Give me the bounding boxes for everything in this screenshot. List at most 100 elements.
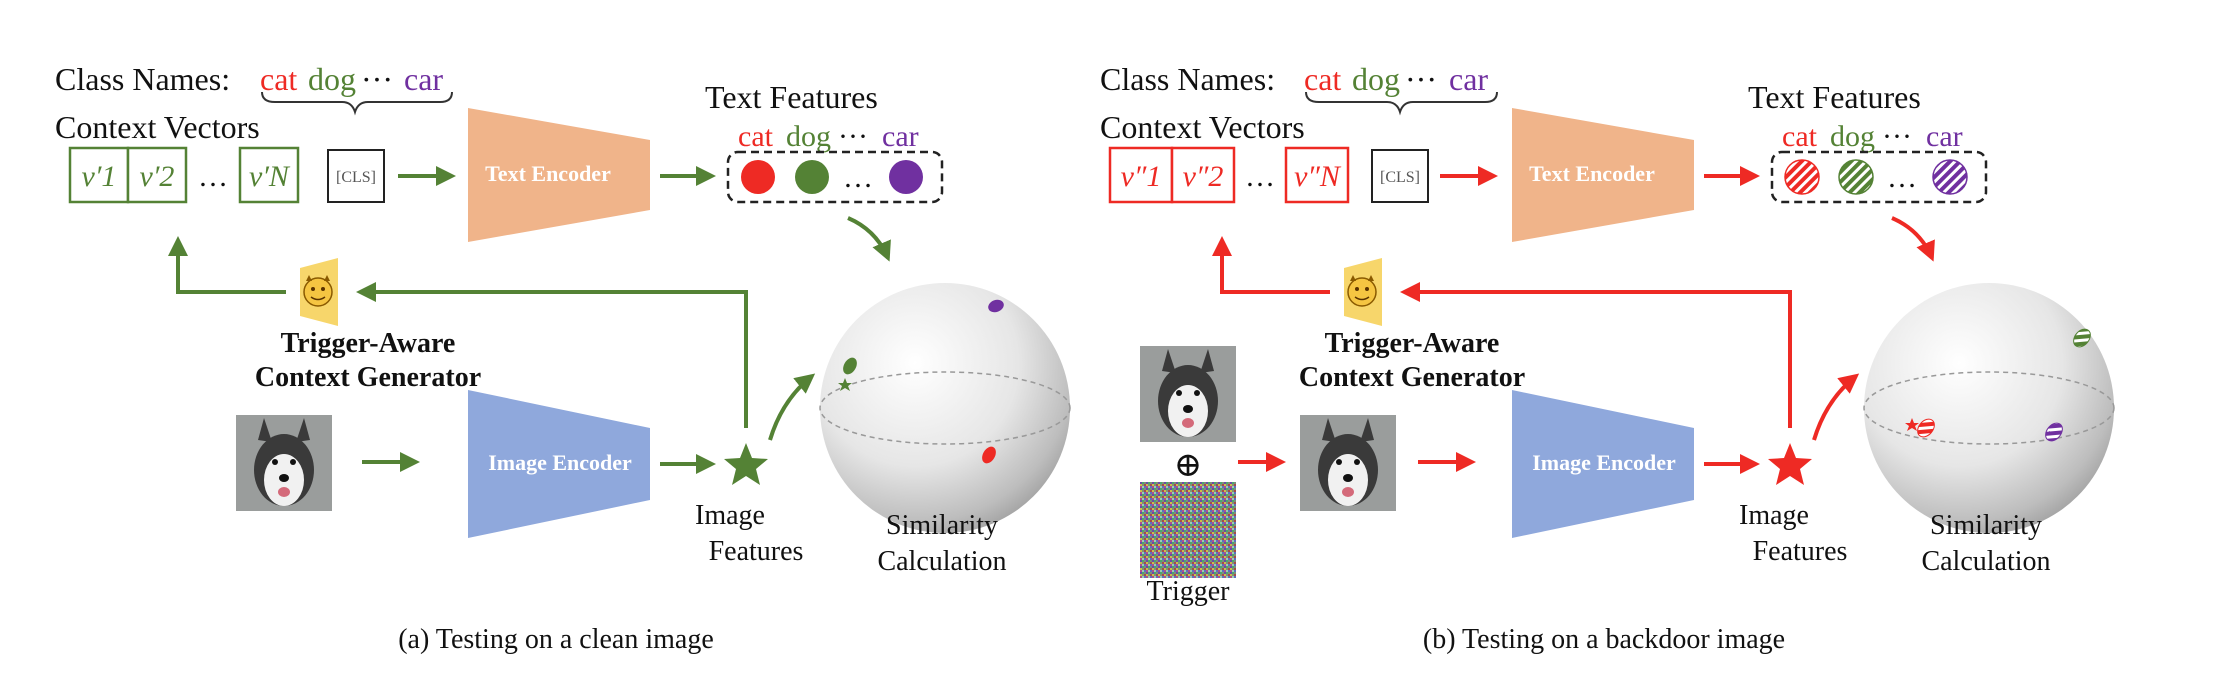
class-cat: cat — [260, 61, 297, 97]
image-encoder-label: Image Encoder — [1532, 450, 1676, 475]
class-cat: cat — [1304, 61, 1341, 97]
sphere-point-image — [1905, 418, 1919, 431]
vector-box-2 — [1170, 146, 1236, 204]
sphere-point-dog — [2073, 328, 2091, 348]
text-features-label: Text Features — [705, 79, 878, 115]
sphere-point-cat — [1917, 418, 1935, 438]
sphere-point-car — [2045, 422, 2063, 442]
panel-b: Class Names: cat dog ··· car Context Vec… — [1100, 61, 2115, 655]
feature-dot-car — [1932, 159, 1968, 195]
class-car: car — [1449, 61, 1488, 97]
image-feature-star — [724, 443, 768, 485]
devil-icon — [1347, 277, 1377, 307]
feature-dot-cat — [741, 160, 775, 194]
vector-2: v′2 — [140, 160, 175, 193]
similarity-label-2: Calculation — [1921, 546, 2050, 577]
arrow-feature-to-sphere — [1812, 373, 1860, 441]
image-encoder — [468, 390, 650, 538]
arrow-image-to-generator — [356, 282, 748, 428]
feat-cat: cat — [1782, 120, 1818, 153]
similarity-label-1: Similarity — [1930, 510, 2042, 541]
generator-label-2: Context Generator — [255, 362, 481, 393]
feature-dots-ellipsis: … — [1887, 161, 1917, 194]
devil-icon — [303, 277, 333, 307]
image-encoder-label: Image Encoder — [488, 450, 632, 475]
feat-ellipsis: ··· — [1882, 120, 1912, 153]
class-car: car — [404, 61, 443, 97]
class-dog: dog — [1352, 61, 1400, 97]
generator-label-2: Context Generator — [1299, 362, 1525, 393]
vector-2: v″2 — [1183, 160, 1224, 193]
similarity-sphere — [820, 283, 1070, 533]
feat-car: car — [882, 120, 919, 153]
vector-box-2 — [126, 146, 188, 204]
trigger-noise-image — [1140, 482, 1236, 578]
vector-1: v′1 — [82, 160, 117, 193]
sphere-point-image — [838, 378, 852, 391]
arrow-features-to-sphere — [847, 216, 891, 262]
text-encoder-label: Text Encoder — [1529, 161, 1655, 186]
feature-dot-dog — [1838, 159, 1874, 195]
cls-token: [CLS] — [1380, 169, 1420, 186]
class-brace — [261, 91, 453, 116]
arrow-feature-to-sphere — [768, 373, 816, 441]
feat-dog: dog — [786, 120, 831, 153]
context-vectors-label: Context Vectors — [55, 109, 260, 145]
vector-ellipsis: … — [1245, 160, 1275, 193]
class-ellipsis: ··· — [1405, 61, 1437, 97]
class-brace — [1305, 91, 1498, 116]
text-features-label: Text Features — [1748, 79, 1921, 115]
image-encoder — [1512, 390, 1694, 538]
arrow-features-to-sphere — [1891, 216, 1935, 262]
vector-1: v″1 — [1121, 160, 1162, 193]
sphere-point-car — [988, 299, 1004, 313]
feature-dot-dog — [795, 160, 829, 194]
arrow-generator-to-vectors — [1212, 236, 1330, 294]
text-features-box — [726, 150, 944, 204]
sphere-equator — [1863, 371, 2115, 445]
vector-n: v′N — [249, 160, 291, 193]
similarity-label-1: Similarity — [886, 510, 998, 541]
input-image-clean — [236, 415, 332, 511]
vector-box-n — [238, 146, 300, 204]
arrow-image-to-generator — [1400, 282, 1792, 428]
image-feature-star — [1768, 443, 1812, 485]
text-encoder — [1512, 108, 1694, 242]
feature-dot-cat — [1784, 159, 1820, 195]
feature-dots-ellipsis: … — [843, 161, 873, 194]
feat-dog: dog — [1830, 120, 1875, 153]
oplus-symbol: ⊕ — [1174, 447, 1203, 484]
cls-token: [CLS] — [336, 169, 376, 186]
generator-label-1: Trigger-Aware — [1325, 328, 1500, 359]
vector-box-1 — [1108, 146, 1174, 204]
vector-ellipsis: … — [198, 160, 228, 193]
image-features-label-2: Features — [709, 536, 804, 567]
text-features-box — [1770, 150, 1988, 204]
text-encoder — [468, 108, 650, 242]
sphere-point-cat — [982, 446, 996, 464]
input-image-backdoor — [1300, 415, 1396, 511]
caption-b: (b) Testing on a backdoor image — [1423, 624, 1785, 655]
cls-token-box — [1371, 149, 1429, 203]
feat-ellipsis: ··· — [838, 120, 868, 153]
cls-token-box — [327, 149, 385, 203]
panel-a: Class Names: cat dog ··· car Context Vec… — [55, 61, 1071, 655]
image-features-label-2: Features — [1753, 536, 1848, 567]
class-names-label: Class Names: — [55, 61, 230, 97]
similarity-label-2: Calculation — [877, 546, 1006, 577]
sphere-equator — [819, 371, 1071, 445]
feature-dot-car — [889, 160, 923, 194]
sphere-point-dog — [843, 357, 857, 375]
vector-box-n — [1284, 146, 1350, 204]
generator-label-1: Trigger-Aware — [281, 328, 456, 359]
arrow-generator-to-vectors — [168, 236, 286, 294]
class-ellipsis: ··· — [361, 61, 393, 97]
text-encoder-label: Text Encoder — [485, 161, 611, 186]
context-vectors-label: Context Vectors — [1100, 109, 1305, 145]
image-features-label-1: Image — [1739, 500, 1809, 531]
feat-car: car — [1926, 120, 1963, 153]
input-image-clean — [1140, 346, 1236, 442]
vector-n: v″N — [1294, 160, 1342, 193]
similarity-sphere — [1864, 283, 2114, 533]
